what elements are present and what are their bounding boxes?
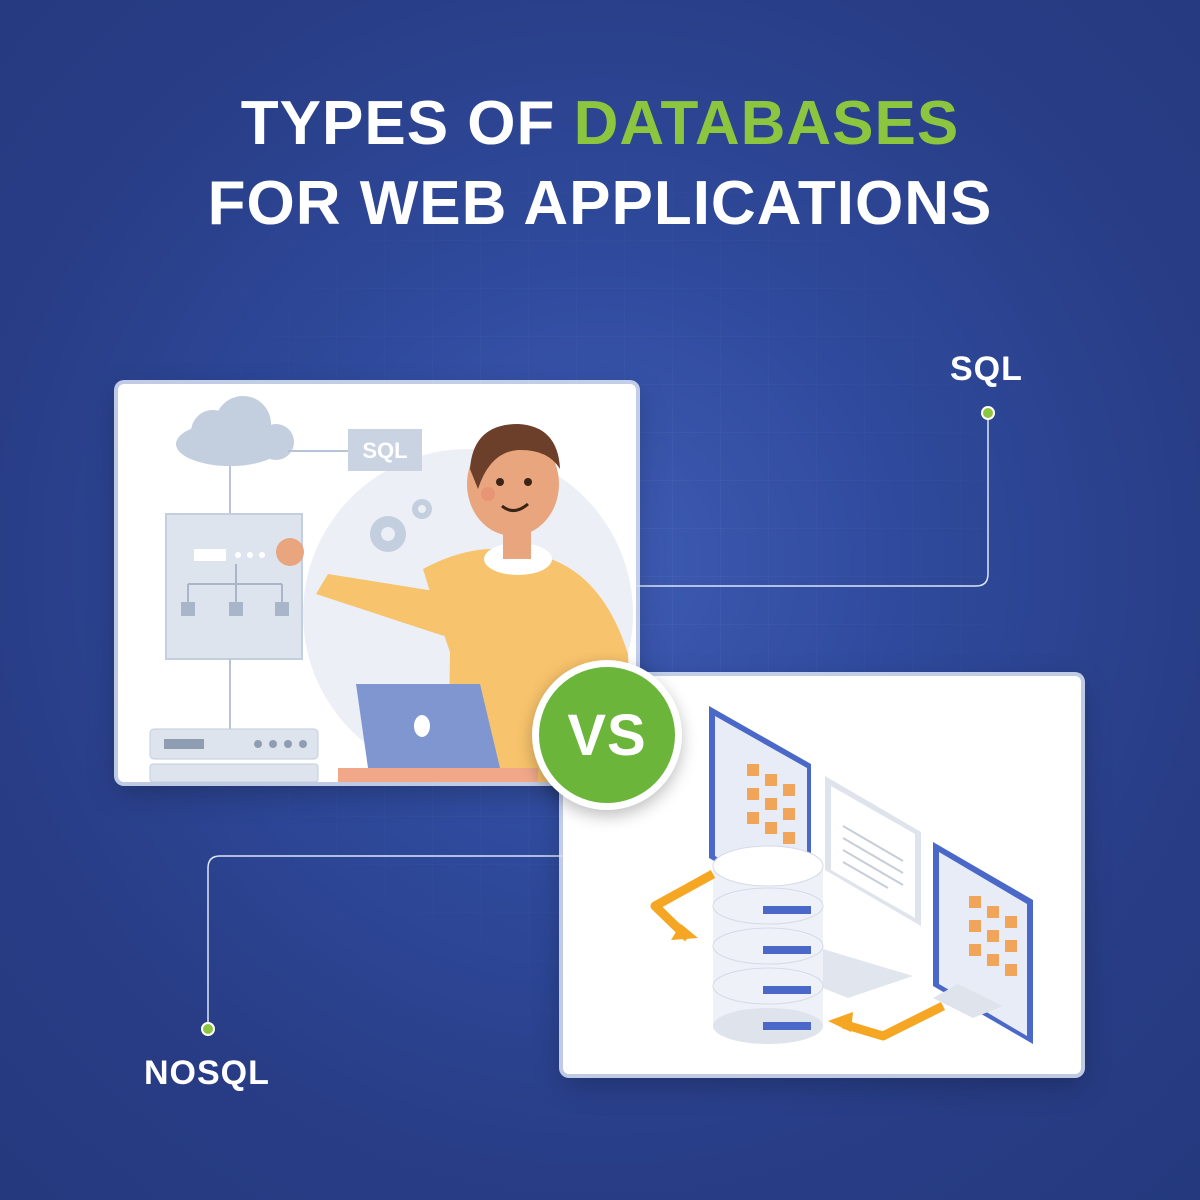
vs-badge: VS xyxy=(532,660,682,810)
server-icon xyxy=(149,728,319,782)
monitor-icon xyxy=(933,842,1033,1044)
database-icon xyxy=(712,845,824,1044)
sync-arrows xyxy=(650,870,946,1041)
title-accent: DATABASES xyxy=(573,89,960,158)
nosql-label: NOSQL xyxy=(144,1054,270,1092)
cloud-icon xyxy=(176,396,294,466)
gear-icon xyxy=(370,499,432,552)
nosql-illustration xyxy=(650,706,1033,1044)
page-title: TYPES OF DATABASES FOR WEB APPLICATIONS xyxy=(0,84,1200,244)
sql-tag: SQL xyxy=(362,438,407,463)
title-line1-prefix: TYPES OF xyxy=(240,89,556,158)
vs-text: VS xyxy=(567,702,647,768)
laptop-icon xyxy=(338,684,538,782)
title-line2: FOR WEB APPLICATIONS xyxy=(207,169,993,238)
sql-label: SQL xyxy=(950,350,1023,388)
